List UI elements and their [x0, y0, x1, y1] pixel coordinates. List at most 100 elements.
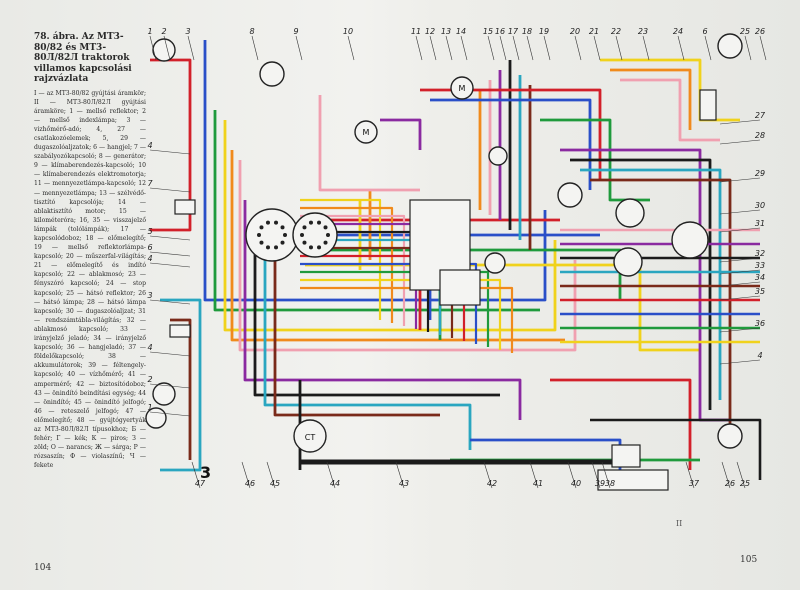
leader-line	[149, 262, 191, 268]
wire	[300, 278, 502, 350]
pilot-lamp	[488, 146, 508, 166]
callout-number: 20	[570, 27, 580, 36]
pin	[265, 245, 270, 250]
connector-27	[699, 89, 717, 121]
pin	[326, 233, 330, 237]
pin	[308, 245, 313, 250]
wire	[230, 150, 565, 342]
callout-number: 30	[755, 201, 765, 210]
callout-number: 2	[147, 375, 152, 384]
callout-number: 37	[689, 479, 700, 488]
motor-m-label: M	[363, 128, 370, 137]
wire	[300, 270, 490, 347]
pin	[274, 220, 279, 225]
callout-number: 8	[249, 27, 254, 36]
leader-line	[445, 35, 453, 61]
callout-number: 3	[185, 27, 190, 36]
connector-block-left	[245, 208, 299, 262]
leader-line	[487, 35, 495, 61]
callout-number: 43	[399, 479, 409, 488]
starter-label: CT	[305, 433, 316, 442]
callout-number: 25	[740, 27, 750, 36]
leader-line	[719, 139, 761, 145]
callout-number: 26	[725, 479, 735, 488]
leader-line	[149, 411, 191, 417]
leader-line	[149, 383, 191, 389]
pin	[317, 220, 322, 225]
callout-number: 4	[147, 254, 152, 263]
callout-number: 44	[330, 479, 340, 488]
leader-line	[736, 461, 746, 489]
leader-line	[395, 461, 405, 489]
leader-line	[187, 35, 195, 61]
pin	[323, 225, 328, 230]
leader-line	[642, 35, 650, 61]
leader-line	[499, 35, 507, 61]
pin	[257, 233, 261, 237]
leader-line	[719, 281, 761, 287]
leader-line	[721, 461, 731, 489]
callout-number: 46	[245, 479, 255, 488]
callout-number: 26	[755, 27, 765, 36]
starter	[293, 419, 327, 453]
callout-number: 36	[755, 319, 765, 328]
switch-round-1	[557, 182, 583, 208]
callout-number: 1	[147, 403, 152, 412]
callout-number: 23	[638, 27, 648, 36]
callout-number: 5	[147, 227, 152, 236]
pin	[280, 225, 285, 230]
generator	[259, 61, 285, 87]
front-lamp-left-bottom	[152, 382, 176, 406]
wiper-motor	[450, 76, 474, 100]
leader-line	[347, 35, 355, 61]
callout-number: 27	[755, 111, 766, 120]
pin	[274, 245, 279, 250]
socket-32	[613, 247, 643, 277]
callout-number: 13	[441, 27, 451, 36]
callout-number: 9	[293, 27, 298, 36]
wire	[318, 95, 420, 192]
legend-text: I — az MT3-80/82 gyújtási áramkör; II — …	[34, 89, 146, 470]
socket-29	[615, 198, 645, 228]
callout-number: 34	[755, 273, 765, 282]
callout-number: 1	[147, 27, 152, 36]
socket-30	[671, 221, 709, 259]
wire	[305, 263, 700, 352]
leader-line	[719, 359, 761, 365]
leader-line	[149, 35, 157, 61]
ammeter	[484, 252, 506, 274]
regulator-switch	[174, 199, 196, 215]
callout-number: 10	[343, 27, 353, 36]
leader-line	[526, 35, 534, 61]
leader-line	[719, 269, 761, 275]
legend-column: 78. ábra. Az MT3-80/82 és MT3-80Л/82Л tr…	[34, 32, 146, 470]
callout-number: 2	[161, 27, 166, 36]
pin	[259, 225, 264, 230]
figure-caption: 78. ábra. Az MT3-80/82 és MT3-80Л/82Л tr…	[34, 32, 132, 84]
callout-number: 18	[522, 27, 532, 36]
leader-line	[295, 35, 303, 61]
starter-relay	[611, 444, 641, 468]
callout-number: 14	[456, 27, 466, 36]
wire	[300, 206, 394, 323]
leader-line	[415, 35, 423, 61]
pin	[300, 233, 304, 237]
callout-number: 39	[595, 479, 605, 488]
connector-block-center	[292, 212, 338, 258]
leader-line	[149, 235, 191, 241]
battery-pack	[597, 469, 669, 491]
callout-number: 45	[270, 479, 280, 488]
callout-number: 38	[605, 479, 615, 488]
leader-line	[149, 351, 191, 357]
wire	[300, 214, 406, 326]
pin	[280, 240, 285, 245]
callout-number: 17	[508, 27, 519, 36]
wire	[550, 378, 692, 470]
leader-line	[191, 461, 201, 489]
leader-line	[704, 35, 712, 61]
pin	[302, 240, 307, 245]
leader-line	[719, 209, 761, 215]
